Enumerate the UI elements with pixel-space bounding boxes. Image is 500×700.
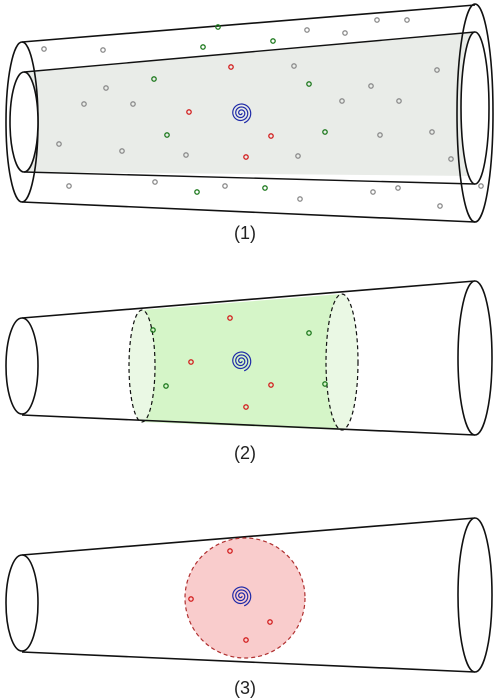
dot-icon (268, 382, 274, 388)
dot-icon (194, 189, 200, 195)
dot-icon (304, 27, 310, 33)
dot-icon (270, 38, 276, 44)
dot-icon (322, 381, 328, 387)
dot-icon (368, 83, 374, 89)
dot-icon (291, 63, 297, 69)
panel-3-bottom-edge (21, 651, 476, 673)
dot-icon (103, 85, 109, 91)
panel-1-inner-top-edge (23, 31, 476, 73)
dot-icon (478, 183, 484, 189)
spiral-path (232, 103, 252, 124)
dot-icon (152, 179, 158, 185)
panel-2-left-rim (5, 317, 39, 415)
panel-3-left-rim (5, 554, 39, 652)
dot-icon (306, 330, 312, 336)
panel-2-caption: (2) (234, 443, 256, 463)
panel-2-right-rim (457, 280, 493, 436)
dot-icon (119, 148, 125, 154)
panel-2-bottom-edge (21, 414, 476, 436)
panel-1-inner-right-rim (460, 31, 490, 185)
spiral-path (232, 586, 252, 607)
dot-icon (295, 153, 301, 159)
panel-1-outer-bottom-edge (21, 201, 476, 223)
panel-2-band-left-cap (128, 309, 156, 423)
panel-2-top-edge (21, 280, 476, 319)
dot-icon (437, 203, 443, 209)
dot-icon (100, 47, 106, 53)
panel-3-particles (188, 548, 273, 643)
panel-3-tube (5, 517, 493, 673)
dot-icon (267, 619, 273, 625)
dot-icon (243, 404, 249, 410)
dot-icon (404, 17, 410, 23)
spiral-icon (232, 351, 252, 372)
dot-icon (434, 67, 440, 73)
panel-3-right-rim (457, 517, 493, 673)
dot-icon (183, 152, 189, 158)
spiral-icon (232, 586, 252, 607)
panel-1-particles (41, 17, 484, 209)
dot-icon (429, 129, 435, 135)
dot-icon (306, 81, 312, 87)
spiral-icon (232, 103, 252, 124)
dot-icon (395, 185, 401, 191)
dot-icon (243, 154, 249, 160)
dot-icon (215, 24, 221, 30)
dot-icon (262, 185, 268, 191)
dot-icon (150, 327, 156, 333)
spiral-path (232, 351, 252, 372)
dot-icon (41, 46, 47, 52)
dot-icon (66, 183, 72, 189)
panel-1-caption: (1) (234, 223, 256, 243)
dot-icon (188, 359, 194, 365)
dot-icon (297, 196, 303, 202)
dot-icon (322, 129, 328, 135)
dot-icon (227, 315, 233, 321)
dot-icon (227, 548, 233, 554)
panel-2-particles (150, 315, 328, 410)
dot-icon (342, 30, 348, 36)
dot-icon (186, 109, 192, 115)
panel-1-inner-bottom-edge (23, 171, 476, 185)
panel-2-tube (5, 280, 493, 436)
panel-1-inner-left-rim (9, 71, 39, 173)
panel-3-top-edge (21, 517, 476, 556)
panel-3-caption: (3) (234, 678, 256, 698)
dot-icon (370, 189, 376, 195)
dot-icon (188, 596, 194, 602)
panel-1-tube (5, 3, 494, 223)
dot-icon (163, 383, 169, 389)
dot-icon (243, 637, 249, 643)
dot-icon (81, 101, 87, 107)
dot-icon (374, 17, 380, 23)
panel-1-outer-right-rim (456, 3, 494, 223)
dot-icon (222, 183, 228, 189)
dot-icon (164, 132, 170, 138)
dot-icon (339, 98, 345, 104)
dot-icon (377, 132, 383, 138)
dot-icon (228, 64, 234, 70)
dot-icon (268, 133, 274, 139)
panel-1-inner-cone-fill (22, 32, 475, 176)
dot-icon (56, 141, 62, 147)
dot-icon (151, 76, 157, 82)
panel-2-band-right-cap (325, 293, 359, 431)
dot-icon (200, 44, 206, 50)
dot-icon (130, 101, 136, 107)
panel-1-outer-top-edge (21, 4, 476, 43)
dot-icon (448, 156, 454, 162)
dot-icon (396, 98, 402, 104)
